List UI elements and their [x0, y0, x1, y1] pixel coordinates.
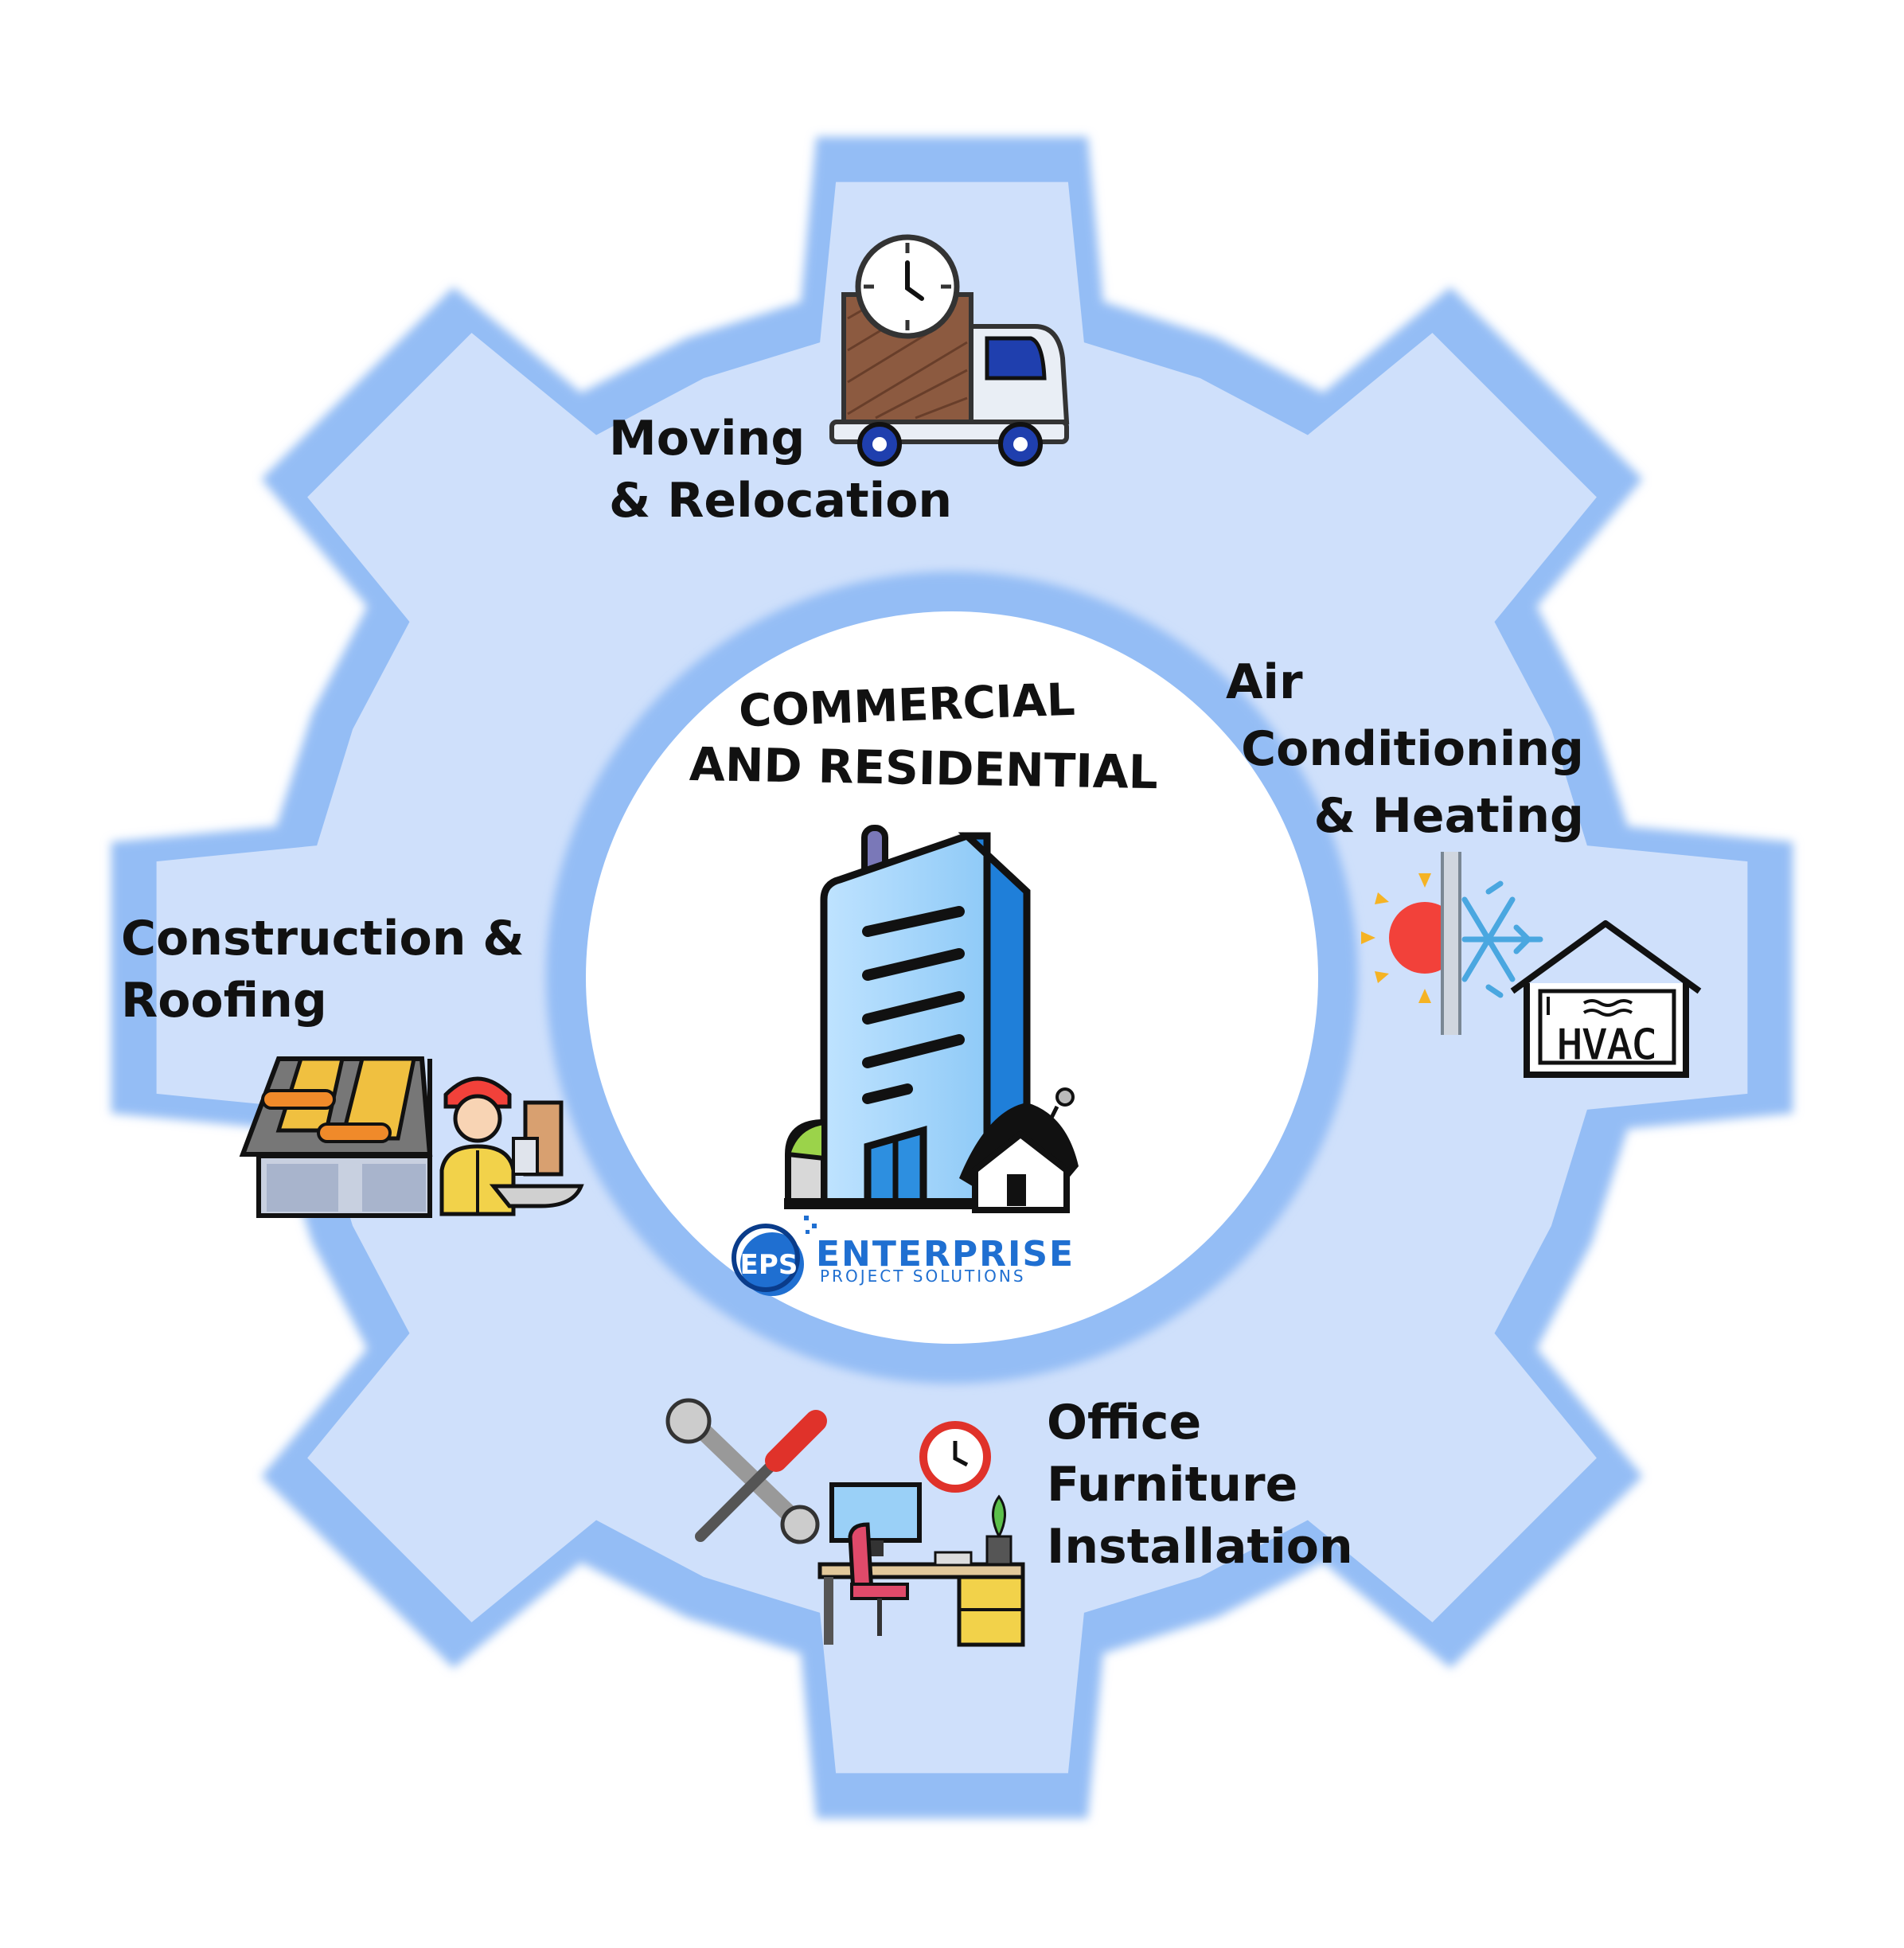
service-label-line: Office	[1047, 1395, 1202, 1450]
logo-name: ENTERPRISE	[816, 1234, 1075, 1275]
service-label-line: & Heating	[1313, 788, 1584, 844]
service-label-line: Conditioning	[1241, 721, 1584, 777]
construction-roofing-worker-icon	[239, 1056, 584, 1218]
service-label-line: Air	[1226, 654, 1303, 710]
service-label-line: Furniture	[1047, 1457, 1298, 1513]
moving-truck-clock-icon	[829, 234, 1070, 467]
logo-tagline: PROJECT SOLUTIONS	[820, 1267, 1026, 1286]
service-label-moving: Moving & Relocation	[609, 408, 952, 532]
service-label-hvac: Air Conditioning & Heating	[1226, 649, 1584, 849]
service-label-line: Roofing	[121, 973, 327, 1029]
building-icon	[784, 825, 1079, 1213]
service-label-line: & Relocation	[609, 473, 953, 529]
service-label-line: Construction &	[121, 911, 525, 966]
service-label-construction: Construction & Roofing	[121, 908, 525, 1032]
center-title: COMMERCIAL AND RESIDENTIAL	[689, 674, 1158, 799]
center-title-line1: COMMERCIAL	[738, 674, 1076, 738]
office-desk-tools-icon	[665, 1398, 1025, 1647]
hvac-text: HVAC	[1557, 1021, 1656, 1069]
logo-mark: EPS	[740, 1249, 798, 1281]
center-title-line2: AND RESIDENTIAL	[689, 737, 1158, 799]
service-label-office: Office Furniture Installation	[1047, 1392, 1353, 1578]
service-label-line: Installation	[1047, 1519, 1353, 1575]
eps-logo: EPS ENTERPRISE PROJECT SOLUTIONS	[732, 1216, 1075, 1296]
hvac-sun-snowflake-icon: HVAC	[1361, 852, 1702, 1078]
service-label-line: Moving	[609, 411, 806, 467]
